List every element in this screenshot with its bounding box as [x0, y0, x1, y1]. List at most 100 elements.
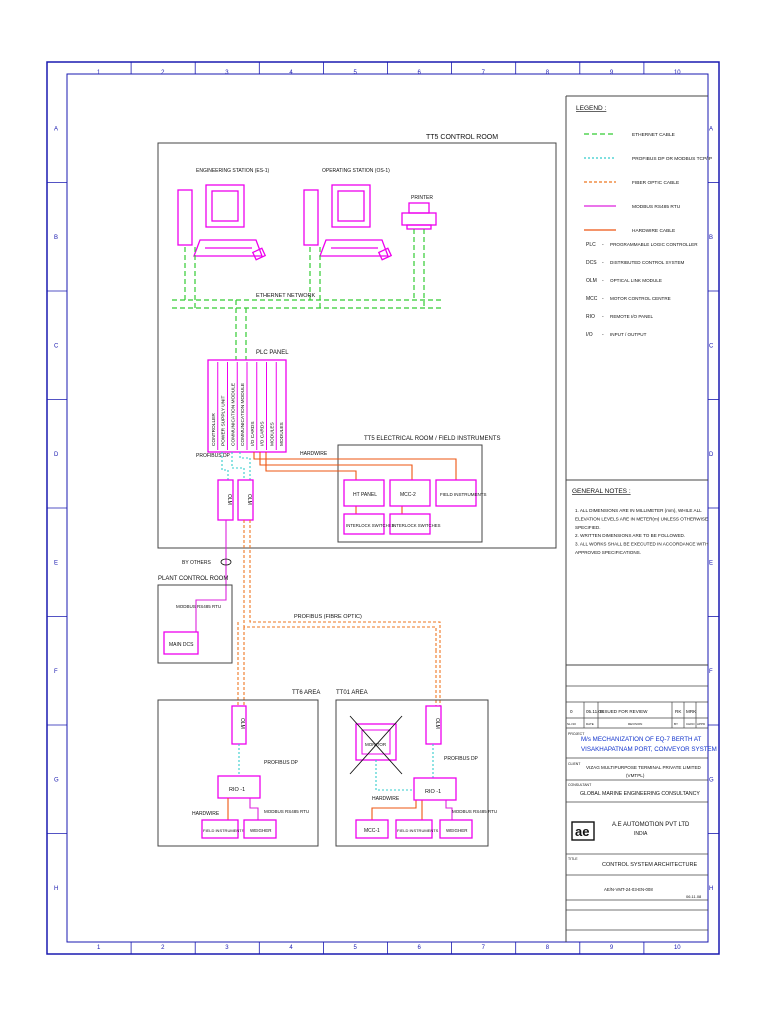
legend-abbr-dash: -: [602, 278, 604, 284]
grid-col-9-bottom: 9: [610, 945, 614, 951]
drawing-number: AE/N-VMT-24-03-EN-008: [604, 887, 653, 892]
interlock-switches-label-1: INTERLOCK SWITCHES: [346, 523, 395, 528]
legend-abbr-value: DISTRIBUTED CONTROL SYSTEM: [610, 260, 685, 265]
by-others-label: BY OTHERS: [182, 560, 211, 566]
olm-2-box: [237, 479, 254, 521]
olm-1-label: OLM: [226, 494, 232, 505]
ae-logo: [571, 821, 595, 841]
plc-module-label: POWER SUPPLY UNIT: [221, 395, 227, 446]
field-instruments-box-tt6: [201, 819, 239, 839]
grid-row-C-left: C: [54, 343, 59, 349]
grid-row-G-right: G: [709, 777, 714, 783]
grid-row-A-left: A: [54, 126, 58, 132]
grid-col-9-top: 9: [610, 70, 614, 76]
plc-module-label: CONTROLLER: [211, 413, 217, 446]
grid-row-D-left: D: [54, 452, 59, 458]
notes-title: GENERAL NOTES :: [572, 488, 631, 495]
field-instruments-box-tt5: [435, 479, 477, 507]
grid-col-4-top: 4: [289, 70, 293, 76]
grid-col-2-top: 2: [161, 70, 165, 76]
note-line: APPROVED SPECIFICATIONS.: [575, 550, 641, 555]
tt6-area-label: TT6 AREA: [292, 690, 320, 696]
interlock-switches-label-2: INTERLOCK SWITCHES: [392, 523, 441, 528]
modbus-label-tt01: MODBUS RS485 RTU: [452, 809, 497, 814]
rio1-tt6-box: [217, 775, 261, 799]
ethernet-network-label: ETHERNET NETWORK: [256, 293, 316, 299]
ethernet-network: [172, 229, 444, 360]
weigher-label-tt6: WEIGHER: [250, 828, 272, 833]
legend-abbr-key: RIO: [586, 314, 595, 320]
hardwire-label-tt6: HARDWIRE: [192, 811, 220, 817]
project-line-1: M/s MECHANIZATION OF EQ-7 BERTH AT: [581, 736, 702, 743]
legend-abbr-dash: -: [602, 242, 604, 248]
rev-row-desc: ISSUED FOR REVIEW: [600, 709, 648, 714]
tt6-lower-cables: [227, 798, 259, 820]
modbus-label-plant: MODBUS RS485 RTU: [176, 604, 221, 609]
tt01-area-label: TT01 AREA: [336, 690, 368, 696]
plant-control-room-label: PLANT CONTROL ROOM: [158, 576, 228, 582]
legend-abbr-dash: -: [602, 332, 604, 338]
grid-col-6-bottom: 6: [418, 945, 422, 951]
grid-row-E-right: E: [709, 560, 713, 566]
weigher-box-tt6: [243, 819, 277, 839]
rev-header: CHKD: [686, 722, 695, 726]
main-dcs-box: [163, 631, 199, 655]
grid-row-E-left: E: [54, 560, 58, 566]
grid-row-B-right: B: [709, 235, 713, 241]
grid-col-4-bottom: 4: [289, 945, 293, 951]
olm-tt01-label: OLM: [434, 718, 440, 729]
rev-header: APPD: [697, 722, 706, 726]
grid-row-G-left: G: [54, 777, 59, 783]
legend-abbr-key: MCC: [586, 296, 598, 302]
legend-abbr-dash: -: [602, 260, 604, 266]
plc-module-label: COMMUNICATION MODULE: [240, 383, 246, 446]
hardwire-cables: [253, 452, 457, 514]
legend-abbr-value: REMOTE I/O PANEL: [610, 314, 653, 319]
hardwire-label-plc: HARDWIRE: [300, 451, 328, 457]
grid-row-B-left: B: [54, 235, 58, 241]
field-instruments-label-tt6: FIELD INSTRUMENTS: [203, 828, 245, 833]
legend-line-label: HARDWIRE CABLE: [632, 228, 675, 234]
company-name: A.E AUTOMOTION PVT LTD: [612, 822, 690, 828]
grid-col-5-top: 5: [353, 70, 357, 76]
grid-row-A-right: A: [709, 126, 713, 132]
project-label: PROJECT: [568, 732, 585, 736]
field-instruments-label-tt5: FIELD INSTRUMENTS: [440, 492, 487, 497]
project-line-2: VISAKHAPATNAM PORT, CONVEYOR SYSTEM: [581, 746, 717, 753]
ht-panel-label: HT PANEL: [353, 492, 377, 498]
consultant-label: CONSULTANT: [568, 783, 592, 787]
tt5-electrical-room-box: [337, 444, 483, 543]
rev-header: REVISION: [628, 722, 642, 726]
rev-header: DATE: [586, 722, 594, 726]
grid-col-1-top: 1: [97, 70, 101, 76]
field-instruments-label-tt01: FIELD INSTRUMENTS: [397, 828, 439, 833]
printer-icon: [401, 202, 437, 230]
legend-abbr-value: INPUT / OUTPUT: [610, 332, 647, 337]
rev-row-chk: MRK: [686, 709, 697, 714]
note-line: SPECIFIED.: [575, 525, 601, 530]
legend-abbr-key: I/O: [586, 332, 593, 338]
rev-header: SL.NO: [567, 722, 577, 726]
legend-abbr-key: DCS: [586, 260, 597, 266]
weigher-label-tt01: WEIGHER: [446, 828, 468, 833]
modbus-label-tt6: MODBUS RS485 RTU: [264, 809, 309, 814]
mcc2-box: [389, 479, 431, 507]
profibus-dp-cables: [221, 452, 251, 480]
rio1-tt01-box: [413, 777, 457, 801]
rev-row-date: 05.11.08: [586, 709, 604, 714]
tt5-control-room-box: [157, 142, 557, 549]
field-instruments-box-tt01: [395, 819, 433, 839]
note-line: 1. ALL DIMENSIONS ARE IN MILLIMETER (mm)…: [575, 508, 702, 513]
grid-col-8-top: 8: [546, 70, 550, 76]
engineering-station-label: ENGINEERING STATION (ES-1): [196, 168, 269, 174]
interlock-switches-box-2: [389, 513, 431, 535]
title-label: TITLE: [568, 857, 578, 861]
drawing-title: CONTROL SYSTEM ARCHITECTURE: [602, 862, 697, 868]
tt6-area-box: [157, 699, 319, 847]
grid-col-1-bottom: 1: [97, 945, 101, 951]
tt5-electrical-room-label: TT5 ELECTRICAL ROOM / FIELD INSTRUMENTS: [364, 436, 500, 442]
grid-col-10-bottom: 10: [674, 945, 681, 951]
grid-col-8-bottom: 8: [546, 945, 550, 951]
fibre-optic-cables: [237, 520, 441, 706]
tt01-area-box: [335, 699, 489, 847]
